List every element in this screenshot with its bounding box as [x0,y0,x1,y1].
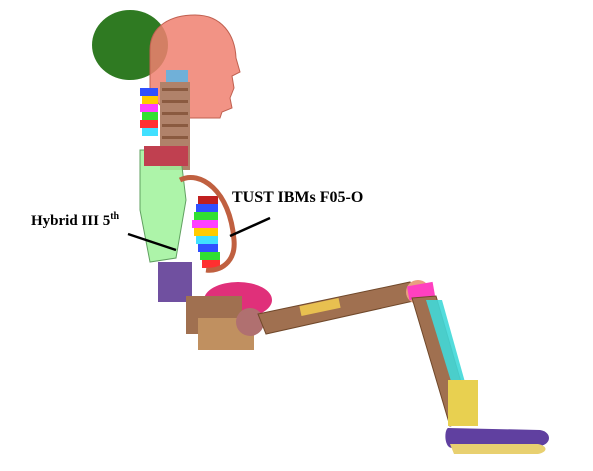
dummy-head [92,10,168,80]
label-hybrid-sup: th [110,211,120,222]
label-hybrid-main: Hybrid III 5 [31,213,111,229]
callout-line-hybrid [127,232,177,252]
shoulder-block [144,146,188,166]
dummy-lumbar [158,262,192,302]
hbm-thoracic-spine [192,196,220,268]
knee-hbm [406,281,436,301]
label-hybrid-iii: Hybrid III 5th [31,212,119,229]
thigh-accent [299,297,341,317]
callout-line-tust [229,216,271,238]
label-tust-ibms: TUST IBMs F05-O [232,189,364,206]
hbm-cervical-spine [140,88,158,136]
foot-shoe [445,428,549,448]
hip-joint [236,308,264,336]
shin-hbm [426,300,470,404]
foot-sole [450,444,546,454]
ankle-stack [448,380,478,426]
